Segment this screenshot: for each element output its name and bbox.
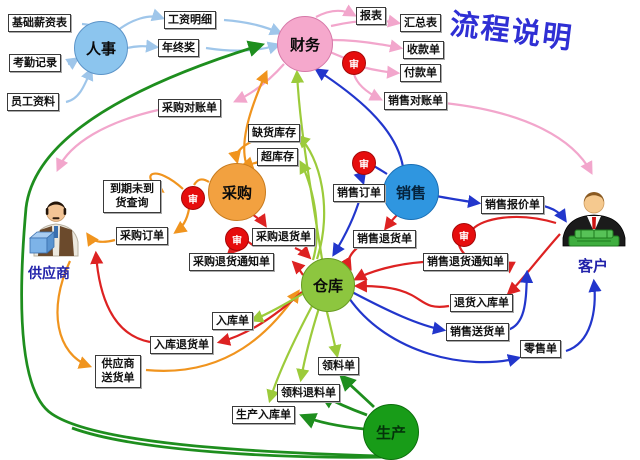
doc-purchase-statement: 采购对账单: [158, 99, 221, 118]
sales-flow-arrows: [314, 68, 602, 367]
doc-retail-note: 零售单: [520, 340, 561, 359]
node-finance: 财务: [277, 16, 333, 72]
node-hr: 人事: [74, 21, 128, 75]
warehouse-flow-arrows: [249, 69, 342, 404]
doc-production-inbound-note: 生产入库单: [232, 406, 295, 425]
doc-employee-info: 员工资料: [7, 93, 59, 112]
doc-overdue-arrival-query: 到期未到货查询: [103, 180, 161, 213]
audit-badge-purchasing: 审: [181, 186, 205, 210]
doc-sales-return-notice: 销售退货通知单: [423, 253, 508, 272]
doc-salary-detail: 工资明细: [164, 11, 216, 30]
doc-sales-delivery-note: 销售送货单: [446, 323, 509, 342]
doc-sales-quotation: 销售报价单: [481, 196, 544, 215]
customer-icon: [562, 192, 626, 247]
doc-over-stock: 超库存: [257, 148, 298, 167]
audit-badge-sales-return: 审: [452, 223, 476, 247]
doc-purchase-return-notice: 采购退货通知单: [189, 253, 274, 272]
doc-material-return-note: 领料退料单: [277, 384, 340, 403]
doc-purchase-order: 采购订单: [116, 227, 168, 246]
audit-badge-sales-order: 审: [352, 151, 376, 175]
doc-attendance-record: 考勤记录: [9, 54, 61, 73]
supplier-label: 供应商: [28, 266, 70, 282]
node-sales: 销售: [383, 164, 439, 220]
doc-report: 报表: [356, 7, 386, 26]
node-warehouse: 仓库: [301, 258, 355, 312]
doc-sales-order: 销售订单: [333, 184, 385, 203]
production-flow-arrows: [20, 40, 391, 459]
doc-year-end-bonus: 年终奖: [158, 39, 199, 58]
doc-purchase-return-note: 采购退货单: [252, 228, 315, 247]
node-production: 生产: [363, 404, 419, 460]
purchase-flow-arrows: [56, 69, 300, 372]
doc-basic-salary-table: 基础薪资表: [8, 14, 71, 33]
doc-sales-statement: 销售对账单: [384, 92, 447, 111]
node-purchasing: 采购: [208, 163, 266, 221]
doc-inbound-note: 入库单: [212, 312, 253, 331]
doc-supplier-delivery-note: 供应商送货单: [95, 355, 141, 388]
doc-sales-return-note: 销售退货单: [353, 230, 416, 249]
supplier-icon: [28, 201, 79, 257]
doc-return-inbound-note: 退货入库单: [450, 294, 513, 313]
doc-summary-table: 汇总表: [400, 14, 441, 33]
audit-badge-purchase-return: 审: [225, 227, 249, 251]
audit-badge-finance: 审: [342, 51, 366, 75]
doc-inbound-return-note: 入库退货单: [150, 336, 213, 355]
doc-shortage-stock: 缺货库存: [248, 124, 300, 143]
customer-label: 客户: [578, 257, 609, 275]
doc-payment-note: 付款单: [400, 64, 441, 83]
doc-receipt-note: 收款单: [403, 41, 444, 60]
doc-material-requisition: 领料单: [318, 357, 359, 376]
